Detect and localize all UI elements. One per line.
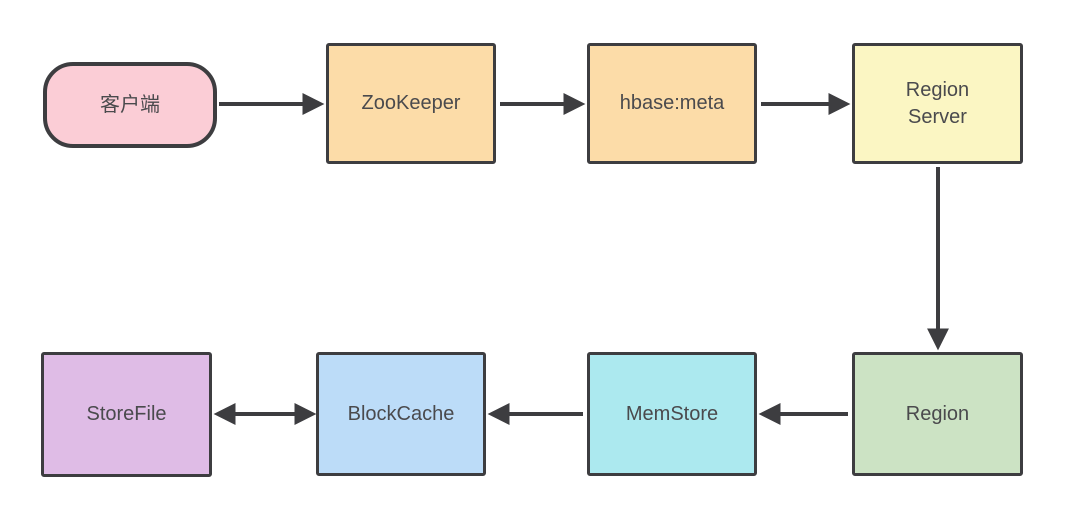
node-hbase-meta-label: hbase:meta <box>619 92 725 114</box>
node-blockcache: BlockCache <box>316 352 486 476</box>
node-client-label: 客户端 <box>100 93 160 116</box>
node-region-server: Region Server <box>852 43 1023 164</box>
node-region-label: Region <box>905 402 970 425</box>
node-client: 客户端 <box>43 62 217 148</box>
node-zookeeper-label: ZooKeeper <box>361 92 461 114</box>
node-hbase-meta: hbase:meta <box>587 43 757 164</box>
node-storefile-label: StoreFile <box>86 403 167 425</box>
node-blockcache-label: BlockCache <box>347 402 455 425</box>
node-region: Region <box>852 352 1023 476</box>
node-zookeeper: ZooKeeper <box>326 43 496 164</box>
node-storefile: StoreFile <box>41 352 212 477</box>
node-region-server-label: Region Server <box>905 78 970 128</box>
node-memstore-label: MemStore <box>625 402 719 425</box>
node-memstore: MemStore <box>587 352 757 476</box>
